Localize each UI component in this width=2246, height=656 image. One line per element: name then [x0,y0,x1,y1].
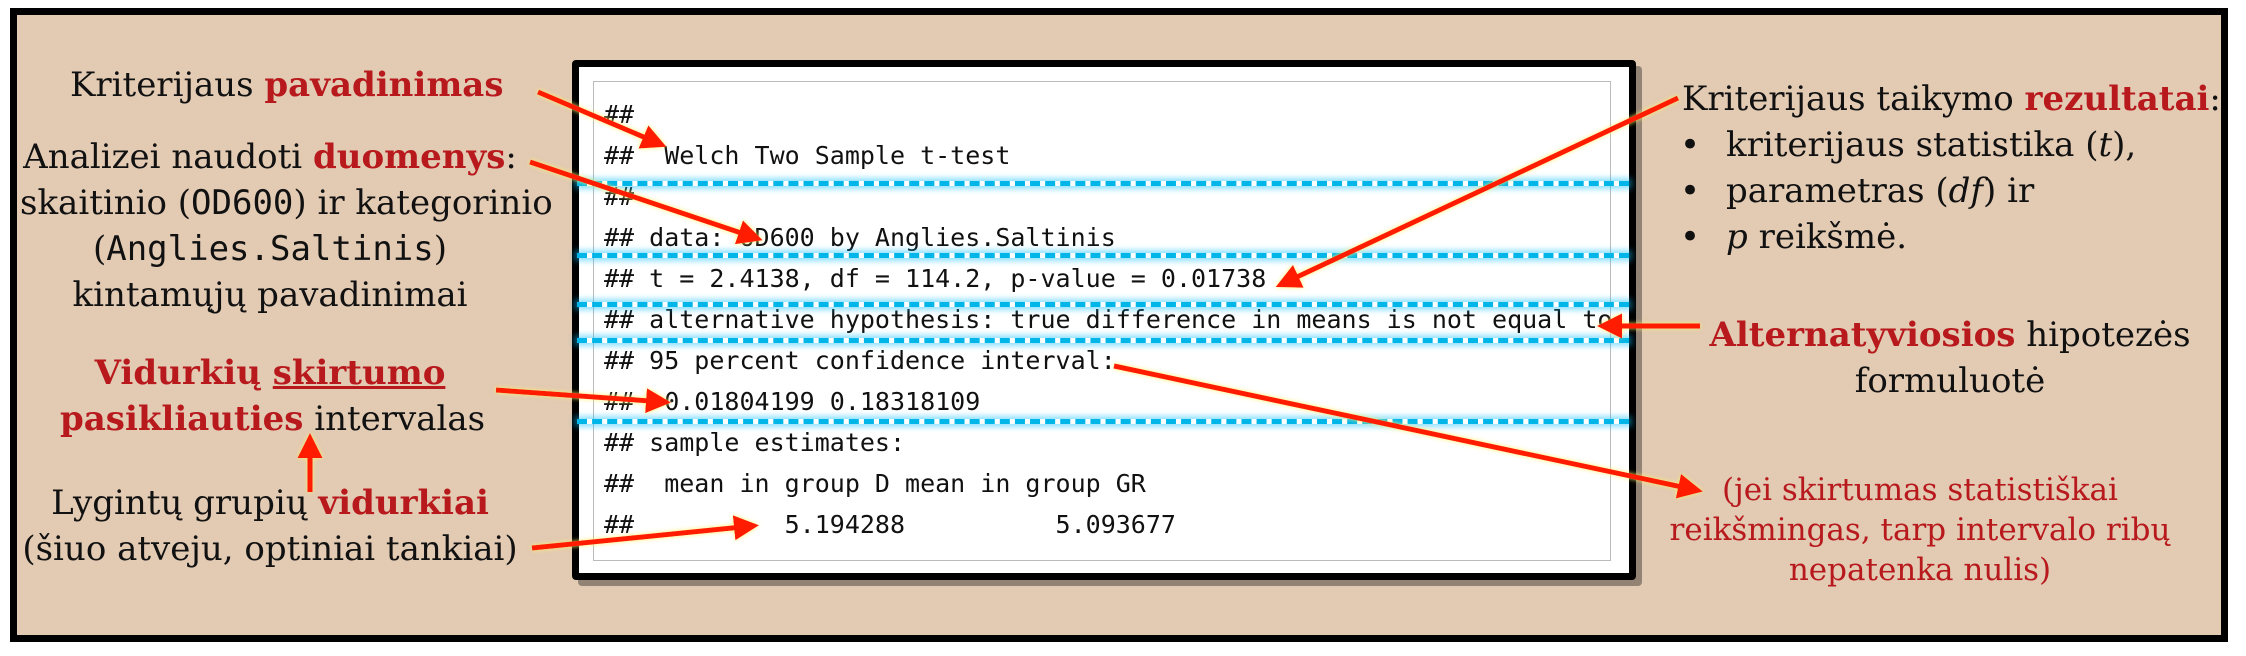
arrow-ci [495,387,671,414]
label-means-line1: Lygintų grupių vidurkiai [51,483,489,523]
label-ci-line1: Vidurkių skirtumo [94,353,446,393]
label-test-name: Kriterijaus pavadinimas [70,65,504,105]
r-output-box [572,60,1636,580]
separator-line [577,302,1629,307]
arrow-results [1275,95,1680,288]
label-results-title: Kriterijaus taikymo rezultatai: [1682,79,2221,119]
arrow-means [531,515,759,551]
label-alt-line2: formuluotė [1854,361,2046,401]
label-data-line1: Analizei naudoti duomenys: [23,137,517,177]
arrow-data [529,159,763,245]
bullet-statistic: kriterijaus statistika (t), [1680,122,2136,168]
code-line: ## 5.194288 5.093677 [604,510,1176,539]
label-ci-line2: pasikliauties intervalas [60,399,486,439]
code-line: ## t = 2.4138, df = 114.2, p-value = 0.0… [604,264,1267,293]
bullet-parameter: parametras (df) ir [1680,168,2034,214]
code-line: ## 0.01804199 0.18318109 [604,387,981,416]
label-note-line3: nepatenka nulis) [1788,552,2052,588]
code-line: ## 95 percent confidence interval: [604,346,1116,375]
label-data-line2: skaitinio (OD600) ir kategorinio [20,183,553,223]
label-note-line2: reikšmingas, tarp intervalo ribų [1669,512,2171,548]
code-line: ## sample estimates: [604,428,906,457]
arrow-test-name [537,89,667,149]
label-alt-line1: Alternatyviosios hipotezės [1709,315,2191,355]
separator-line [577,253,1629,258]
separator-line [577,419,1629,424]
separator-line [577,181,1629,186]
code-line: ## mean in group D mean in group GR [604,469,1146,498]
label-means-line2: (šiuo atveju, optiniai tankiai) [22,529,518,569]
code-line: ## Welch Two Sample t-test [604,141,1011,170]
bullet-p-value: p reikšmė. [1680,214,1907,260]
separator-line [577,338,1629,343]
code-line: ## data: OD600 by Anglies.Saltinis [604,223,1116,252]
label-note-line1: (jei skirtumas statistiškai [1722,472,2118,508]
label-data-line3: (Anglies.Saltinis) [92,229,448,269]
arrow-note [1113,363,1703,499]
label-data-line4: kintamųjų pavadinimai [72,275,468,315]
